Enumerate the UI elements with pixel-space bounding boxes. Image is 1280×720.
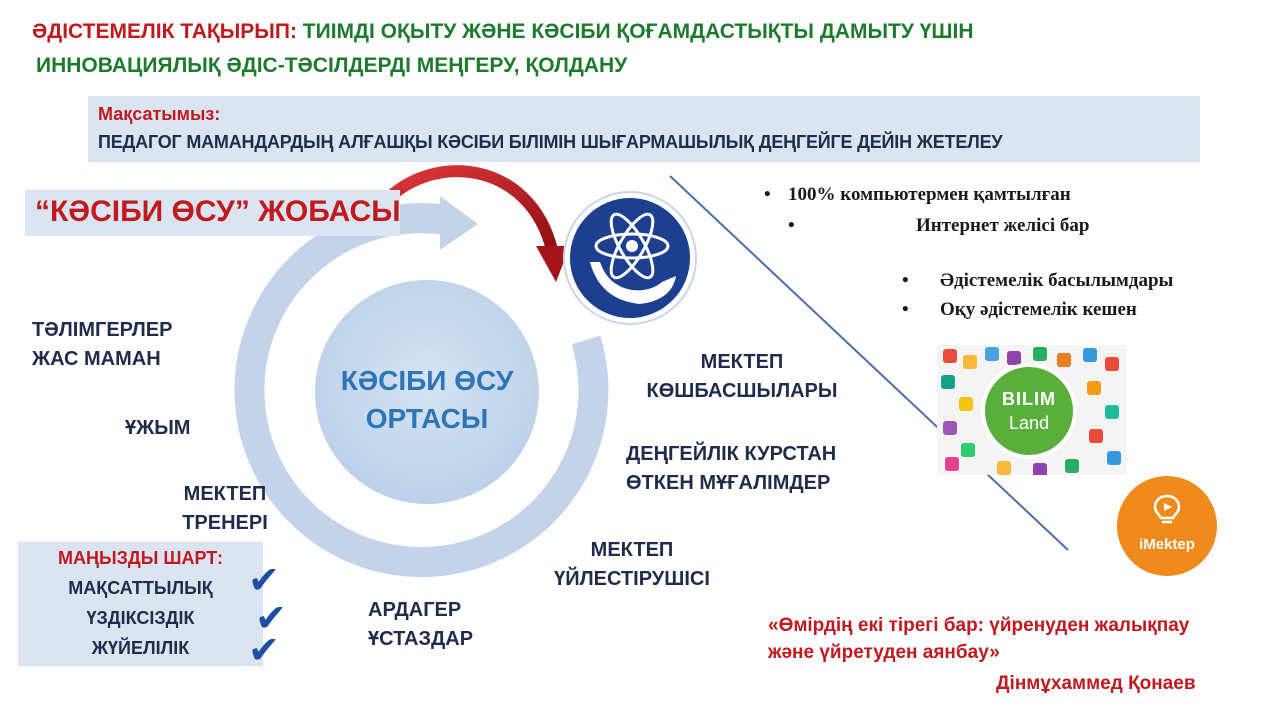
bilimland-text-2: Land bbox=[1008, 413, 1050, 433]
condition-purposefulness: МАҚСАТТЫЛЫҚ bbox=[68, 578, 213, 598]
checkmark-icon: ✔ bbox=[248, 630, 280, 672]
condition-systematic: ЖҮЙЕЛІЛІК bbox=[91, 638, 190, 658]
resource-item-publications: • Әдістемелік басылымдары bbox=[902, 270, 1173, 292]
header-prefix: ӘДІСТЕМЕЛІК ТАҚЫРЫП: bbox=[32, 20, 297, 43]
center-line-2: ОРТАСЫ bbox=[365, 403, 489, 434]
condition-continuity: ҮЗДІКСІЗДІК bbox=[86, 608, 195, 628]
resource-complex-text: Оқу әдістемелік кешен bbox=[940, 299, 1137, 320]
conditions-box: МАҢЫЗДЫ ШАРТ: МАҚСАТТЫЛЫҚ ҮЗДІКСІЗДІК ЖҮ… bbox=[18, 542, 263, 666]
label-courses-line-1: ДЕҢГЕЙЛІК КУРСТАН bbox=[626, 443, 837, 465]
bullet-icon: • bbox=[788, 215, 795, 236]
label-leaders-line-2: КӨШБАСШЫЛАРЫ bbox=[646, 380, 838, 402]
label-coordinator-line-1: МЕКТЕП bbox=[590, 539, 674, 561]
checkmark-icon: ✔ bbox=[255, 598, 287, 640]
label-mentors-line-2: ЖАС МАМАН bbox=[32, 348, 161, 370]
bilimland-badge: BILIM Land bbox=[981, 363, 1077, 459]
center-circle bbox=[315, 280, 539, 504]
bullet-icon: • bbox=[902, 270, 909, 291]
resource-item-computers: • 100% компьютермен қамтылған bbox=[764, 184, 1071, 206]
imektep-logo: iMektep bbox=[1117, 476, 1217, 576]
conditions-title: МАҢЫЗДЫ ШАРТ: bbox=[58, 548, 223, 568]
label-team: ҰЖЫМ bbox=[125, 417, 191, 439]
divider-line bbox=[669, 175, 1069, 551]
bullet-icon: • bbox=[764, 184, 771, 205]
label-trainer-line-1: МЕКТЕП bbox=[183, 483, 267, 505]
label-leaders-line-1: МЕКТЕП bbox=[700, 351, 784, 373]
label-mentors: ТӘЛІМГЕРЛЕР ЖАС МАМАН bbox=[32, 316, 172, 374]
label-mentors-line-1: ТӘЛІМГЕРЛЕР bbox=[32, 319, 173, 341]
label-veterans: АРДАГЕР ҰСТАЗДАР bbox=[368, 596, 473, 654]
label-trained-teachers: ДЕҢГЕЙЛІК КУРСТАН ӨТКЕН МҰҒАЛІМДЕР bbox=[626, 440, 836, 498]
label-veterans-line-1: АРДАГЕР bbox=[368, 599, 462, 621]
imektep-text: iMektep bbox=[1139, 536, 1195, 553]
resource-item-complex: • Оқу әдістемелік кешен bbox=[902, 299, 1137, 321]
bullet-icon: • bbox=[902, 299, 909, 320]
atom-hand-emblem bbox=[563, 191, 697, 325]
header-line-1: ӘДІСТЕМЕЛІК ТАҚЫРЫП: ТИІМДІ ОҚЫТУ ЖӘНЕ К… bbox=[32, 20, 974, 44]
bilimland-logo: BILIM Land bbox=[937, 345, 1127, 475]
label-school-trainer: МЕКТЕП ТРЕНЕРІ bbox=[165, 480, 285, 538]
bilimland-text-1: BILIM bbox=[1002, 389, 1056, 409]
resource-item-internet: • Интернет желісі бар bbox=[788, 215, 1089, 237]
center-line-1: КӘСІБИ ӨСУ bbox=[340, 365, 514, 396]
label-trainer-line-2: ТРЕНЕРІ bbox=[182, 512, 268, 534]
red-arrow bbox=[377, 165, 558, 252]
center-title: КӘСІБИ ӨСУ ОРТАСЫ bbox=[318, 362, 536, 438]
quote-author: Дінмұхаммед Қонаев bbox=[996, 673, 1196, 694]
goal-box: Мақсатымыз: ПЕДАГОГ МАМАНДАРДЫҢ АЛҒАШҚЫ … bbox=[88, 96, 1200, 162]
goal-text: ПЕДАГОГ МАМАНДАРДЫҢ АЛҒАШҚЫ КӘСІБИ БІЛІМ… bbox=[98, 132, 1003, 152]
label-courses-line-2: ӨТКЕН МҰҒАЛІМДЕР bbox=[626, 472, 831, 494]
quote-line-2: және үйретуден аянбау» bbox=[768, 642, 1000, 663]
label-school-leaders: МЕКТЕП КӨШБАСШЫЛАРЫ bbox=[612, 348, 872, 406]
cycle-arrowhead bbox=[440, 196, 478, 250]
label-coordinator: МЕКТЕП ҮЙЛЕСТІРУШІСІ bbox=[514, 536, 750, 594]
lightbulb-play-icon bbox=[1153, 494, 1181, 524]
red-arrow-head bbox=[536, 246, 570, 282]
project-title: “КӘСІБИ ӨСУ” ЖОБАСЫ bbox=[35, 195, 401, 228]
label-veterans-line-2: ҰСТАЗДАР bbox=[368, 628, 474, 650]
resource-internet-text: Интернет желісі бар bbox=[916, 215, 1090, 236]
resource-computers-text: 100% компьютермен қамтылған bbox=[788, 184, 1071, 205]
goal-label: Мақсатымыз: bbox=[98, 104, 221, 124]
header-topic-2: ИННОВАЦИЯЛЫҚ ӘДІС-ТӘСІЛДЕРДІ МЕҢГЕРУ, ҚО… bbox=[36, 54, 628, 77]
resource-publications-text: Әдістемелік басылымдары bbox=[940, 270, 1174, 291]
quote-line-1: «Өмірдің екі тірегі бар: үйренуден жалық… bbox=[768, 615, 1190, 636]
cycle-ring bbox=[234, 203, 609, 578]
label-coordinator-line-2: ҮЙЛЕСТІРУШІСІ bbox=[554, 568, 710, 590]
checkmark-icon: ✔ bbox=[248, 560, 280, 602]
header-topic-1: ТИІМДІ ОҚЫТУ ЖӘНЕ КӘСІБИ ҚОҒАМДАСТЫҚТЫ Д… bbox=[302, 20, 974, 43]
project-box: “КӘСІБИ ӨСУ” ЖОБАСЫ bbox=[25, 190, 401, 236]
